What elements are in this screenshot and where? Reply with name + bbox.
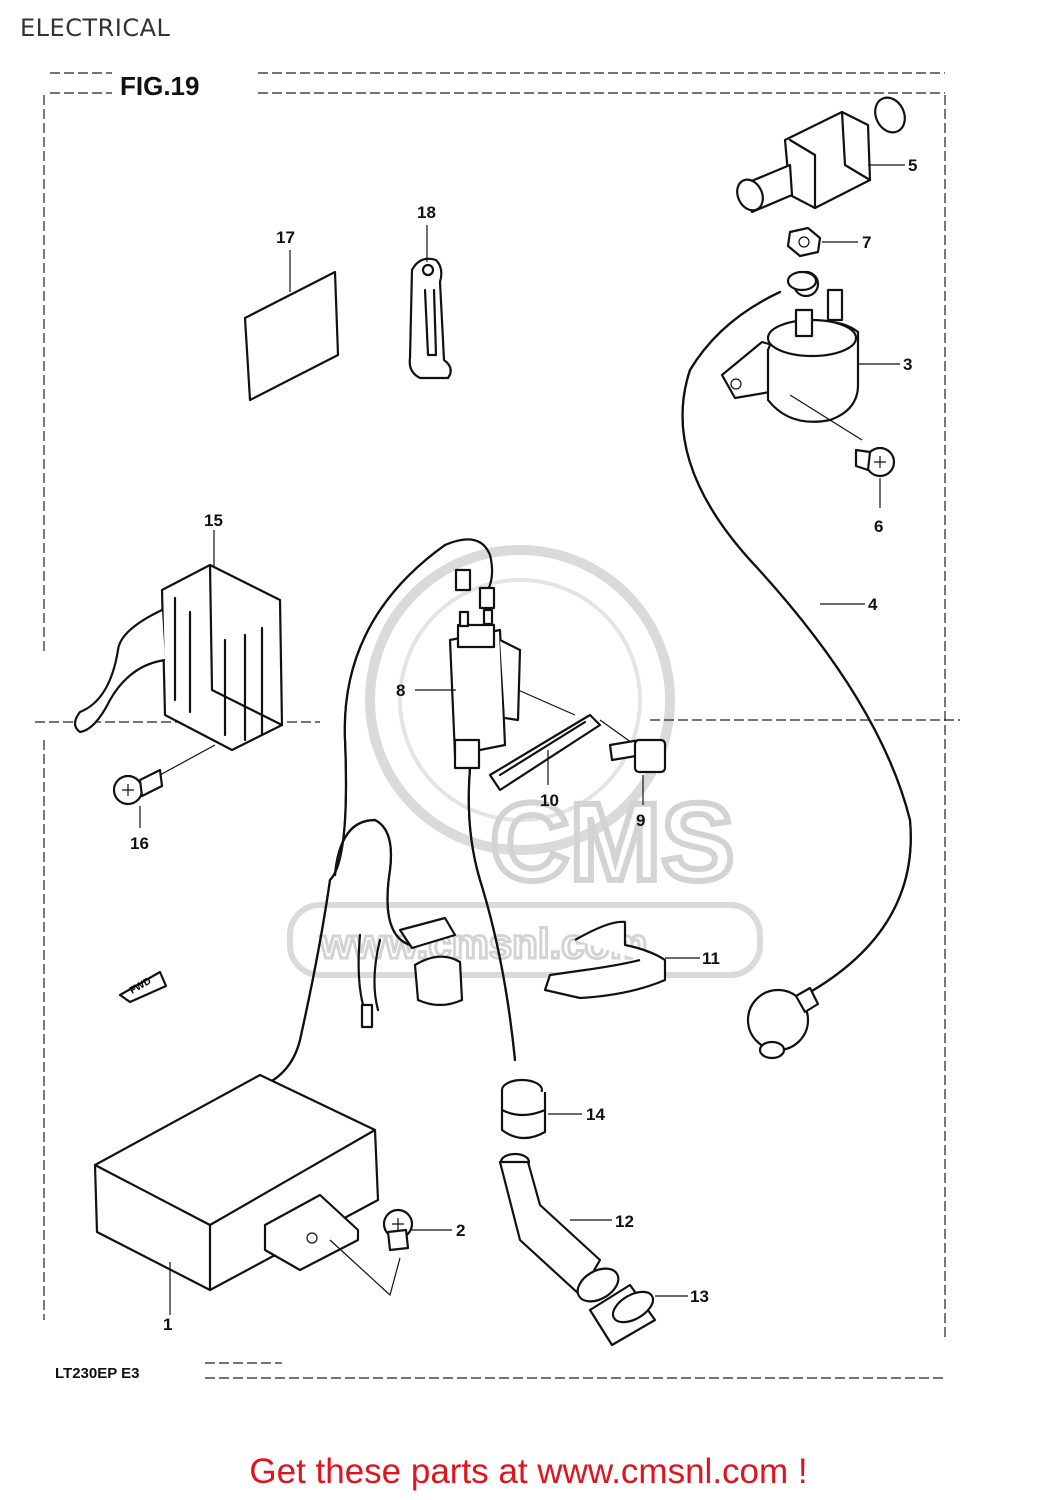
part-12-spark-plug-cap[interactable]: 12 <box>498 1152 634 1308</box>
part-11-clamp[interactable]: 11 <box>543 920 720 1000</box>
model-code: LT230EP E3 <box>55 1365 140 1382</box>
part-18-clamp[interactable]: 18 <box>408 203 452 380</box>
part-9-bolt[interactable]: 9 <box>599 719 667 830</box>
part-5-terminal-cover[interactable]: 5 <box>732 93 917 215</box>
part-1-cdi-unit[interactable]: 1 <box>93 1073 380 1334</box>
part-16-screw[interactable]: 16 <box>112 744 216 853</box>
part-14-plug-cap-boot[interactable]: 14 <box>500 1078 605 1140</box>
callout-2: 2 <box>456 1221 465 1240</box>
part-10-coil-bracket[interactable]: 10 <box>488 689 602 810</box>
part-8-ignition-coil[interactable]: 8 <box>248 538 522 1092</box>
callout-13: 13 <box>690 1287 709 1306</box>
callout-3: 3 <box>903 355 912 374</box>
part-2-screw[interactable]: 2 <box>329 1208 465 1297</box>
callout-8: 8 <box>396 681 405 700</box>
part-4-starter-lead[interactable]: 4 <box>681 270 912 1060</box>
callout-5: 5 <box>908 156 917 175</box>
callout-12: 12 <box>615 1212 634 1231</box>
callout-11: 11 <box>702 949 720 968</box>
page-title: ELECTRICAL <box>20 14 171 42</box>
part-6-screw[interactable]: 6 <box>789 394 896 536</box>
callout-17: 17 <box>276 228 295 247</box>
part-13-cap-seal[interactable]: 13 <box>588 1283 709 1347</box>
callout-9: 9 <box>636 811 645 830</box>
callout-1: 1 <box>163 1315 172 1334</box>
callout-16: 16 <box>130 834 149 853</box>
callout-15: 15 <box>204 511 223 530</box>
callout-4: 4 <box>868 595 878 614</box>
part-17-label-sheet[interactable]: 17 <box>243 228 340 402</box>
part-7-nut[interactable]: 7 <box>786 226 871 258</box>
fwd-arrow-icon: FWD <box>118 970 168 1004</box>
figure-title: FIG.19 <box>120 71 199 101</box>
callout-14: 14 <box>586 1105 605 1124</box>
callout-6: 6 <box>874 517 883 536</box>
callout-18: 18 <box>417 203 436 222</box>
sub-harness-connector[interactable] <box>333 818 464 1029</box>
callout-10: 10 <box>540 791 559 810</box>
part-3-starter-relay[interactable]: 3 <box>720 270 912 423</box>
part-15-regulator-rectifier[interactable]: 15 <box>73 511 284 752</box>
watermark-brand: CMS <box>490 781 734 904</box>
footer-promo-link[interactable]: Get these parts at www.cmsnl.com ! <box>249 1452 808 1491</box>
callout-7: 7 <box>862 233 871 252</box>
